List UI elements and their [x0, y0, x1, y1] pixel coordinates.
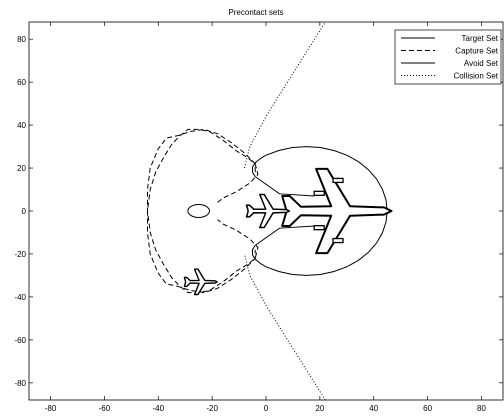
y-tick-label: 80	[17, 35, 26, 44]
aircraft-engine-0	[313, 190, 325, 196]
legend-label: Collision Set	[454, 72, 499, 81]
x-tick-label: 60	[423, 404, 432, 413]
capture-set-line-lower	[147, 128, 259, 294]
y-tick-label: 40	[17, 121, 26, 130]
legend-box	[394, 29, 502, 85]
aircraft-small-icon	[245, 193, 291, 229]
x-tick-label: -20	[206, 404, 218, 413]
collision-set-line	[244, 21, 326, 169]
target-set-channel-lower	[254, 225, 315, 246]
avoid-set-line	[187, 204, 210, 218]
x-tick-label: 80	[477, 404, 486, 413]
legend-label: Avoid Set	[464, 59, 499, 68]
x-tick-label: 20	[315, 404, 324, 413]
legend-label: Capture Set	[455, 47, 498, 56]
x-tick-label: -40	[152, 404, 164, 413]
x-tick-label: -60	[99, 404, 111, 413]
target-set-channel-upper	[254, 176, 315, 197]
aircraft-layer	[183, 167, 393, 296]
y-tick-label: 20	[17, 164, 26, 173]
x-tick-label: 0	[264, 404, 269, 413]
x-tick-label: -80	[45, 404, 57, 413]
y-tick-label: -40	[14, 293, 26, 302]
aircraft-intruder-icon	[183, 268, 218, 296]
aircraft-engine-3	[332, 237, 344, 244]
aircraft-engine-1	[332, 177, 344, 184]
legend-label: Target Set	[462, 34, 499, 43]
y-tick-label: -60	[14, 336, 26, 345]
capture-set-line	[147, 128, 259, 294]
x-tick-label: 40	[369, 404, 378, 413]
y-tick-label: -80	[14, 379, 26, 388]
y-tick-label: 0	[22, 207, 27, 216]
y-tick-label: 60	[17, 78, 26, 87]
axis-ticks: -80 -60 -40 -20 0 20 40 60 80 -80 -60 -40 -20 0 20 40 60…	[14, 22, 503, 413]
y-tick-label: -20	[14, 250, 26, 259]
aircraft-engine-2	[313, 225, 325, 231]
chart-title: Precontact sets	[228, 8, 283, 17]
series-layer	[147, 21, 388, 401]
